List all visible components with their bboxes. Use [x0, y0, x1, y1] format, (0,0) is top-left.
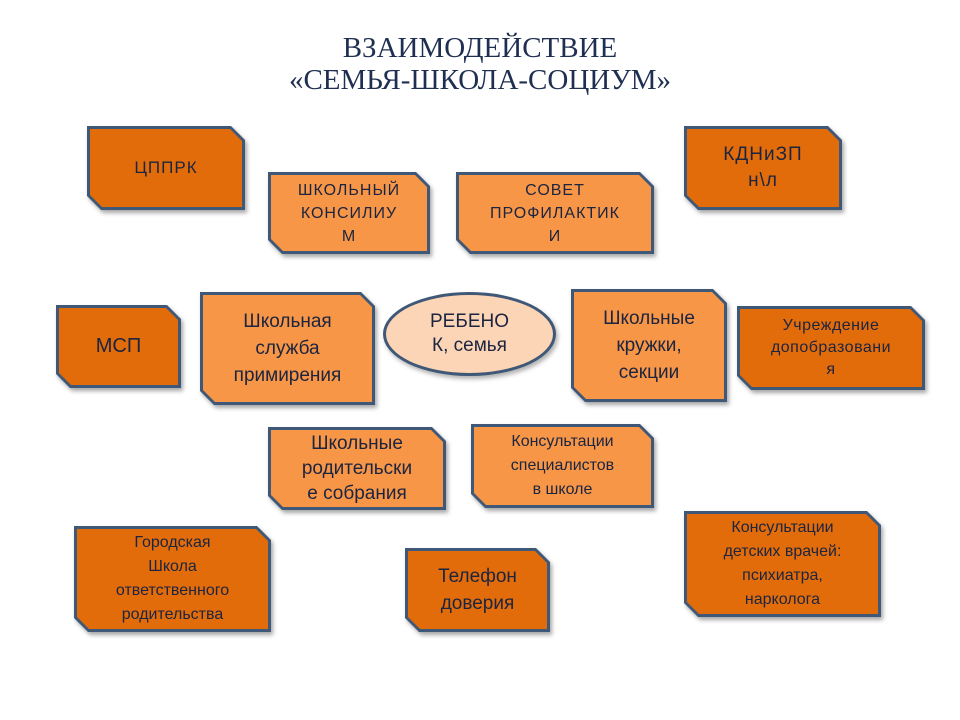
box-additional-education: Учреждение допобразовани я	[737, 306, 925, 390]
diagram-title: ВЗАИМОДЕЙСТВИЕ «СЕМЬЯ-ШКОЛА-СОЦИУМ»	[288, 32, 672, 96]
center-child-family: РЕБЕНО К, семья	[383, 292, 556, 376]
box-msp: МСП	[56, 305, 181, 388]
box-helpline: Телефон доверия	[405, 548, 550, 632]
box-specialist-consultations: Консультации специалистов в школе	[471, 424, 654, 508]
box-parenting-school: Городская Школа ответственного родительс…	[74, 526, 271, 632]
box-school-clubs: Школьные кружки, секции	[571, 289, 727, 402]
box-school-council: ШКОЛЬНЫЙ КОНСИЛИУ М	[268, 172, 430, 254]
box-kdn: КДНиЗП н\л	[684, 126, 842, 210]
box-doctor-consultations: Консультации детских врачей: психиатра, …	[684, 511, 881, 617]
box-reconciliation-service: Школьная служба примирения	[200, 292, 375, 405]
box-parent-meetings: Школьные родительски е собрания	[268, 427, 446, 510]
box-prevention-council: СОВЕТ ПРОФИЛАКТИК И	[456, 172, 654, 254]
box-cpprk: ЦППРК	[87, 126, 245, 210]
